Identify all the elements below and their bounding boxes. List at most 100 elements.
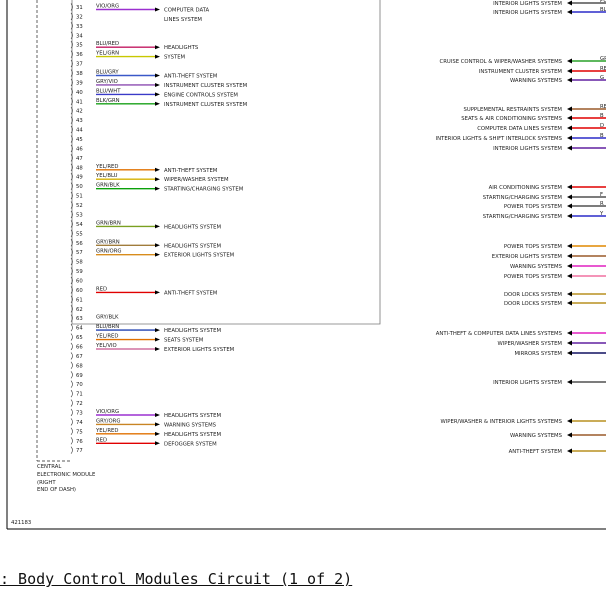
wire-arrow — [155, 346, 160, 351]
wire-arrow — [567, 432, 572, 438]
wire-color-code: GRY/BRN — [96, 239, 120, 245]
wire-color-code: B — [600, 113, 604, 119]
pin-bracket — [70, 201, 73, 209]
module-label-line: ELECTRONIC MODULE — [37, 472, 96, 478]
wire-arrow — [155, 290, 160, 295]
pin-number: 34 — [76, 33, 83, 39]
system-label: POWER TOPS SYSTEM — [504, 204, 562, 210]
pin-number: 69 — [76, 373, 83, 379]
pin-number: 62 — [76, 307, 83, 313]
pin-row: 47 — [70, 154, 83, 162]
pin-bracket — [70, 154, 73, 162]
pin-row: 45 — [70, 135, 83, 143]
pin-number: 71 — [76, 392, 83, 398]
wire-color-code: GRY/ORG — [96, 418, 120, 424]
pin-row: 55 — [70, 229, 83, 237]
wire-arrow — [155, 422, 160, 427]
wire-color-code: RED — [96, 437, 107, 443]
system-label: POWER TOPS SYSTEM — [504, 244, 562, 250]
system-reference: POWER TOPS SYSTEM — [504, 243, 606, 250]
pin-bracket — [70, 116, 73, 124]
pin-bracket — [70, 135, 73, 143]
wire-arrow — [567, 125, 572, 131]
pin-number: 38 — [76, 71, 83, 77]
wire-color-code: RE — [600, 66, 606, 72]
pin-number: 54 — [76, 222, 83, 228]
system-label: WARNING SYSTEMS — [510, 433, 563, 439]
pin-number: 65 — [76, 335, 83, 341]
wire-arrow — [155, 45, 160, 50]
pin-number: 31 — [76, 5, 83, 11]
system-reference: ANTI-THEFT & COMPUTER DATA LINES SYSTEMS — [436, 330, 606, 337]
system-reference: WARNING SYSTEMS — [510, 432, 606, 439]
pin-row: 60 — [70, 276, 83, 285]
pin-row: 71 — [70, 389, 83, 398]
pin-number: 74 — [76, 420, 83, 426]
pin-row: 69 — [70, 371, 83, 379]
wire-arrow — [567, 213, 572, 219]
wire-color-code: VIO/ORG — [96, 409, 119, 415]
circuit-label: SEATS SYSTEM — [164, 338, 204, 344]
wire-arrow — [155, 224, 160, 229]
wire-arrow — [155, 101, 160, 106]
system-label: SUPPLEMENTAL RESTRAINTS SYSTEM — [463, 107, 562, 113]
pin-row: 70 — [70, 380, 83, 388]
pin-number: 52 — [76, 203, 83, 209]
pin-bracket — [70, 333, 73, 341]
pin-number: 72 — [76, 401, 83, 407]
wire-arrow — [567, 291, 572, 297]
pin-number: 63 — [76, 316, 83, 322]
pin-number: 68 — [76, 363, 83, 369]
pin-bracket — [70, 437, 73, 445]
wire-arrow — [155, 73, 160, 78]
circuit-label: HEADLIGHTS SYSTEM — [164, 224, 221, 230]
pin-number: 35 — [76, 43, 83, 49]
circuit-label: DEFOGGER SYSTEM — [164, 441, 217, 447]
pin-number: 37 — [76, 62, 83, 68]
system-reference: DOOR LOCKS SYSTEM — [504, 300, 606, 307]
system-label: WIPER/WASHER SYSTEM — [497, 341, 562, 347]
wire-color-code: D — [600, 123, 604, 129]
pin-number: 33 — [76, 24, 83, 30]
pin-bracket — [70, 257, 73, 266]
wire-arrow — [567, 135, 572, 141]
pin-number: 50 — [76, 184, 83, 190]
wire-arrow — [567, 253, 572, 259]
pin-row: 34 — [70, 31, 83, 39]
system-label: EXTERIOR LIGHTS SYSTEM — [492, 254, 563, 260]
pin-number: 67 — [76, 354, 83, 360]
pin-row: 33 — [70, 22, 83, 30]
pin-number: 46 — [76, 146, 83, 152]
circuit-label: ANTI-THEFT SYSTEM — [164, 290, 218, 296]
pin-number: 60 — [76, 279, 83, 285]
wire-color-code: RED — [96, 286, 107, 292]
wire-arrow — [567, 106, 572, 112]
wire-color-code: PU — [600, 0, 606, 4]
wire-color-code: GRN/BLK — [96, 183, 120, 189]
pin-bracket — [70, 88, 73, 96]
pin-row: 44 — [70, 125, 83, 134]
pin-row: 59 — [70, 267, 83, 275]
system-label: STARTING/CHARGING SYSTEM — [483, 214, 563, 220]
pin-number: 58 — [76, 260, 83, 266]
pin-bracket — [70, 69, 73, 77]
wire-color-code: YEL/GRN — [95, 51, 119, 57]
pin-bracket — [70, 12, 73, 21]
pin-number: 39 — [76, 80, 83, 86]
wire-color-code: F — [600, 192, 603, 198]
circuit-label: LINES SYSTEM — [164, 17, 202, 23]
system-reference: WIPER/WASHER SYSTEM — [497, 340, 606, 347]
system-reference: INTERIOR LIGHTS & SHIFT INTERLOCK SYSTEM… — [436, 133, 606, 142]
